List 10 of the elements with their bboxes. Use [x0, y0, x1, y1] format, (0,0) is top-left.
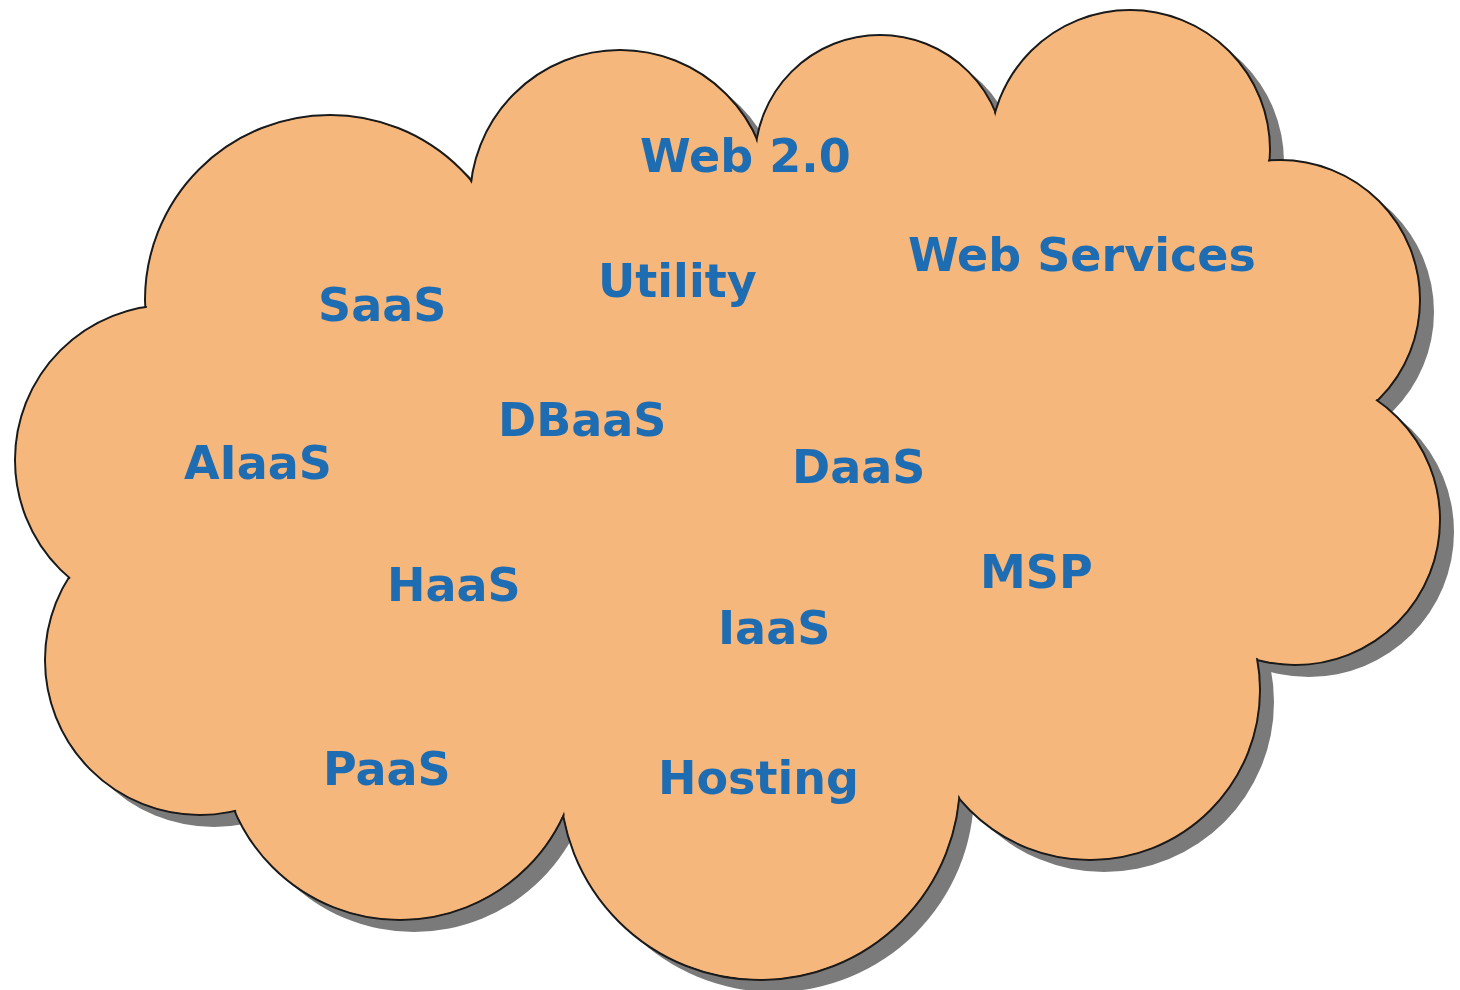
cloud-label: IaaS — [718, 605, 831, 651]
cloud-label: SaaS — [318, 282, 447, 328]
cloud-label: Web 2.0 — [640, 133, 851, 179]
cloud-label: HaaS — [387, 562, 521, 608]
cloud-label: DBaaS — [498, 397, 667, 443]
cloud-label: AIaaS — [184, 440, 332, 486]
cloud-label: DaaS — [792, 444, 926, 490]
cloud-label: Web Services — [908, 232, 1256, 278]
cloud-label: PaaS — [323, 746, 451, 792]
cloud-label: MSP — [980, 549, 1093, 595]
